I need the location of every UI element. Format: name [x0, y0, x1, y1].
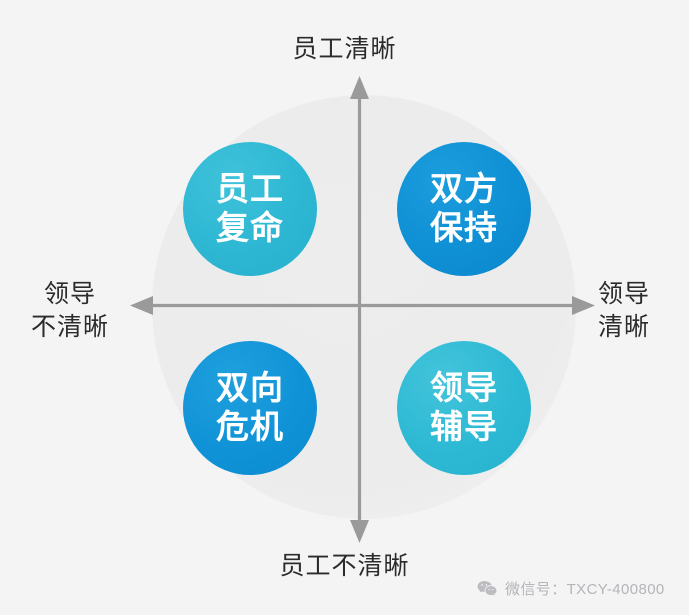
axis-label-left-line1: 领导: [43, 280, 96, 308]
quadrant-bottom-left[interactable]: 双向 危机: [183, 341, 317, 475]
axis-arrow-up: [350, 76, 369, 99]
axis-label-top: 员工清晰: [292, 35, 397, 63]
watermark: 微信号：TXCY-400800: [476, 578, 665, 599]
quadrant-bottom-right[interactable]: 领导 辅导: [397, 341, 531, 475]
axis-label-right: 领导 清晰: [598, 278, 688, 343]
quadrant-top-right[interactable]: 双方 保持: [397, 142, 531, 276]
quadrant-bottom-right-line1: 领导: [430, 369, 498, 407]
quadrant-bottom-right-line2: 辅导: [430, 408, 498, 445]
axis-arrow-right: [572, 296, 595, 315]
quadrant-bottom-left-line2: 危机: [216, 408, 284, 445]
axis-label-left-line2: 不清晰: [30, 312, 109, 341]
axis-arrow-down: [350, 520, 369, 543]
quadrant-top-right-line2: 保持: [430, 209, 498, 246]
watermark-text: 微信号：TXCY-400800: [505, 581, 665, 598]
wechat-icon: [477, 580, 497, 596]
axis-label-left: 领导 不清晰: [14, 278, 126, 343]
quadrant-top-left-line2: 复命: [216, 209, 284, 246]
axis-label-right-line2: 清晰: [598, 312, 651, 341]
quadrant-top-left[interactable]: 员工 复命: [183, 142, 317, 276]
axis-label-right-line1: 领导: [598, 280, 651, 308]
quadrant-top-left-line1: 员工: [216, 170, 284, 208]
axis-label-bottom: 员工不清晰: [279, 552, 410, 580]
quadrant-bottom-left-line1: 双向: [216, 369, 284, 407]
quadrant-top-right-line1: 双方: [430, 170, 498, 208]
axis-arrow-left: [130, 296, 153, 315]
